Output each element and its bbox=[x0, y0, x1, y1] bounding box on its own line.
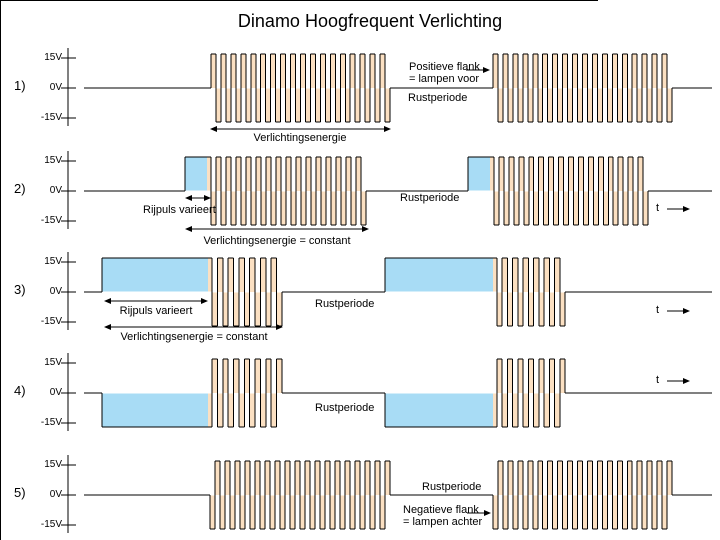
tick-label-neg15v: -15V bbox=[40, 316, 62, 327]
tick-label-0v: 0V bbox=[49, 185, 62, 196]
annotation-rijpuls-row2: Rijpuls varieert bbox=[143, 204, 216, 216]
tick-label-0v: 0V bbox=[49, 387, 62, 398]
annotation-rijpuls-row3: Rijpuls varieert bbox=[119, 305, 193, 317]
tick-label-neg15v: -15V bbox=[40, 519, 62, 530]
annotation-negatieve-flank: Negatieve flank bbox=[403, 504, 479, 516]
left-border-line bbox=[0, 0, 1, 540]
tick-label-15v: 15V bbox=[44, 256, 62, 267]
row-number: 3) bbox=[14, 282, 26, 297]
annotation-energie-constant-row3: Verlichtingsenergie = constant bbox=[120, 331, 268, 343]
tick-label-15v: 15V bbox=[44, 52, 62, 63]
annotation-lampen-voor: = lampen voor bbox=[409, 73, 480, 85]
tick-label-15v: 15V bbox=[44, 155, 62, 166]
annotation-energie-constant-row2: Verlichtingsenergie = constant bbox=[203, 235, 351, 247]
row-number: 1) bbox=[14, 78, 26, 93]
annotation-time-row4: t bbox=[656, 374, 660, 386]
tick-label-0v: 0V bbox=[49, 489, 62, 500]
annotation-rustperiode-row1: Rustperiode bbox=[408, 92, 468, 104]
annotation-time-row3: t bbox=[656, 304, 660, 316]
tick-label-neg15v: -15V bbox=[40, 215, 62, 226]
row-number: 4) bbox=[14, 383, 26, 398]
tick-label-neg15v: -15V bbox=[40, 112, 62, 123]
tick-label-0v: 0V bbox=[49, 82, 62, 93]
annotation-lampen-achter: = lampen achter bbox=[403, 516, 483, 528]
top-border-line bbox=[0, 0, 598, 1]
annotation-time-row2: t bbox=[656, 202, 660, 214]
annotation-rustperiode-row3: Rustperiode bbox=[315, 298, 375, 310]
tick-label-0v: 0V bbox=[49, 286, 62, 297]
annotation-rustperiode-row2: Rustperiode bbox=[400, 192, 460, 204]
page-title: Dinamo Hoogfrequent Verlichting bbox=[237, 11, 503, 31]
tick-label-15v: 15V bbox=[44, 357, 62, 368]
tick-label-15v: 15V bbox=[44, 459, 62, 470]
tick-label-neg15v: -15V bbox=[40, 417, 62, 428]
annotation-rustperiode-row5: Rustperiode bbox=[422, 481, 482, 493]
annotation-rustperiode-row4: Rustperiode bbox=[315, 402, 375, 414]
annotation-verlichtingsenergie-row1: Verlichtingsenergie bbox=[253, 132, 347, 144]
row-number: 5) bbox=[14, 485, 26, 500]
row-number: 2) bbox=[14, 181, 26, 196]
annotation-positieve-flank: Positieve flank bbox=[409, 61, 480, 73]
